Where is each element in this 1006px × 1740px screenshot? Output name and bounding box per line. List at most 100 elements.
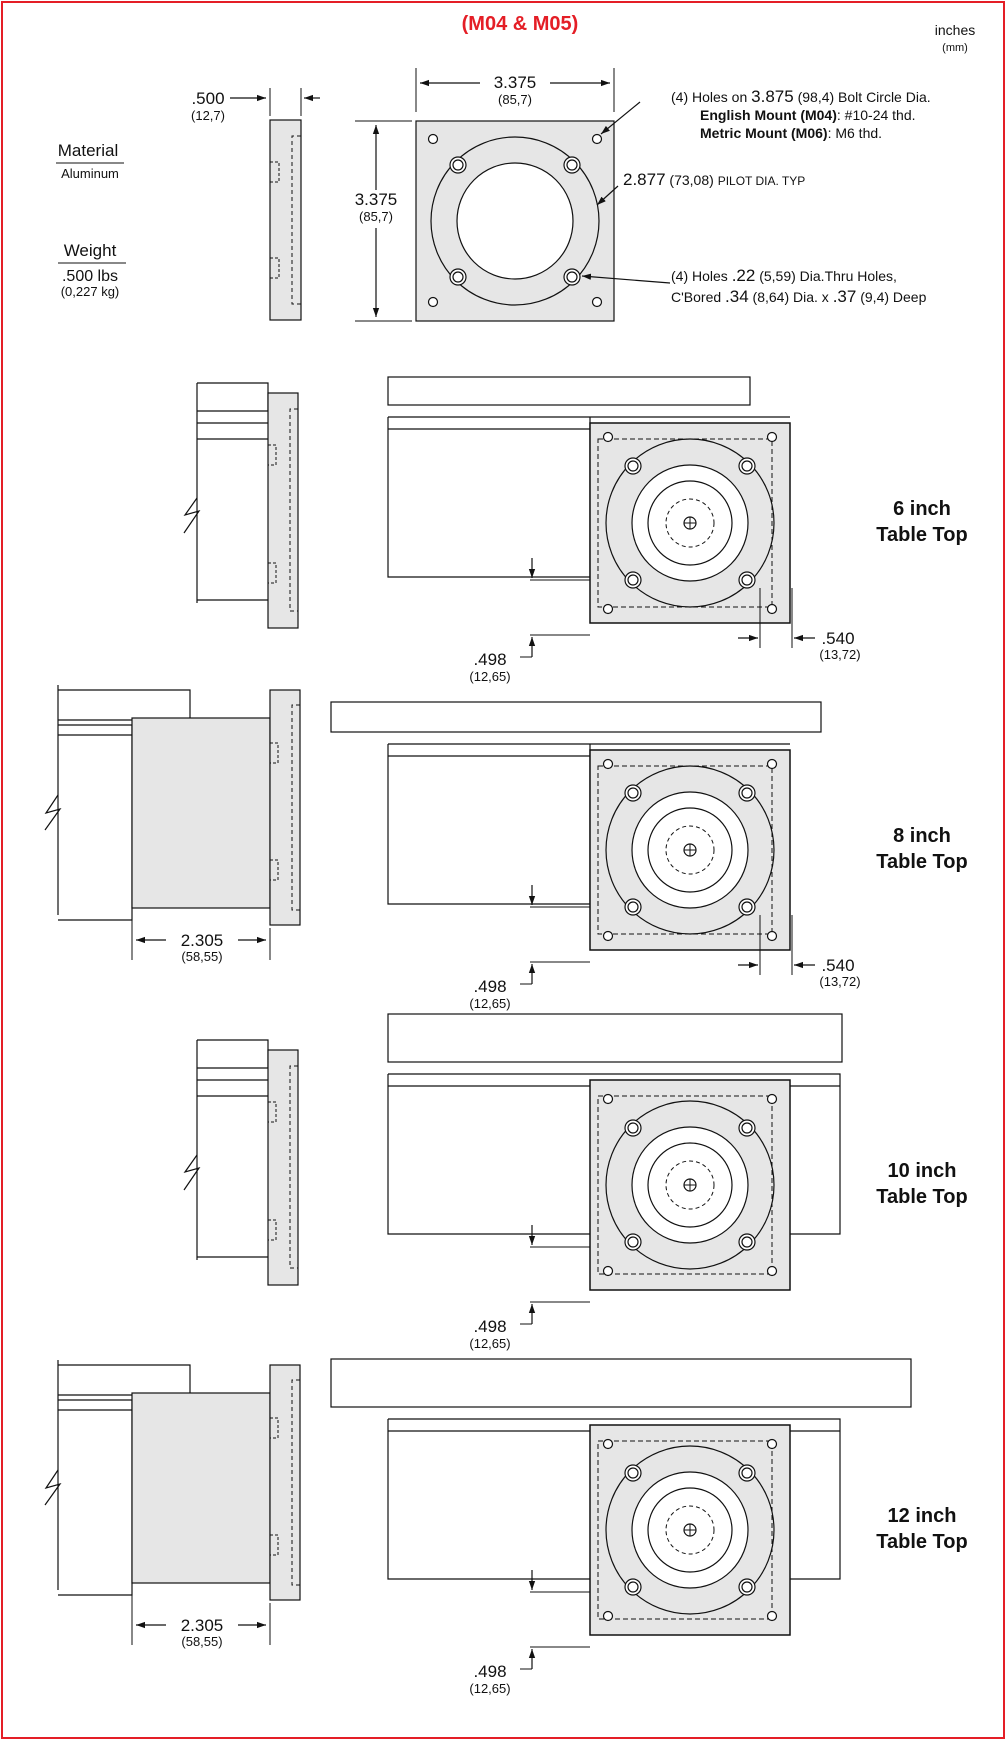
metric-mount-note: Metric Mount (M06): M6 thd. [700, 125, 882, 141]
assembly-side-view [183, 382, 299, 629]
bolt-hole [602, 1610, 614, 1622]
edge-value: .540 [821, 629, 854, 648]
offset-dimension: .498(12,65) [469, 885, 590, 1011]
bolt-hole [602, 431, 614, 443]
bolt-hole [766, 930, 778, 942]
edge-dimension: .540(13,72) [738, 588, 861, 662]
depth-dimension: 2.305(58,55) [131, 1587, 271, 1649]
depth-value: 2.305 [181, 1616, 224, 1635]
material-label: Material [58, 141, 118, 160]
edge-value: .540 [821, 956, 854, 975]
bolt-hole [766, 1093, 778, 1105]
counterbore-callout: C'Bored .34 (8,64) Dia. x .37 (9,4) Deep [671, 287, 927, 306]
table-size-label: 12 inch [888, 1505, 957, 1527]
offset-value: .498 [473, 1317, 506, 1336]
assembly-side-view [183, 1039, 299, 1286]
table-top-outline [330, 1358, 912, 1408]
bolt-hole [602, 1438, 614, 1450]
width-value: 3.375 [494, 73, 537, 92]
bolt-hole [602, 1265, 614, 1277]
table-top-label: Table Top [876, 1186, 967, 1208]
offset-dimension: .498(12,65) [469, 1225, 590, 1351]
english-mount-note: English Mount (M04): #10-24 thd. [700, 107, 916, 123]
height-mm: (85,7) [359, 209, 393, 224]
weight-value: .500 lbs [62, 268, 118, 285]
width-mm: (85,7) [498, 92, 532, 107]
thru-hole-callout: (4) Holes .22 (5,59) Dia.Thru Holes, [671, 266, 897, 285]
thickness-dimension: .500 (12,7) [191, 88, 320, 123]
units-mm-label: (mm) [942, 42, 968, 54]
table-top-label: Table Top [876, 524, 967, 546]
bolt-circle [605, 765, 775, 935]
material-value: Aluminum [61, 166, 119, 181]
shaft-hidden [665, 498, 715, 548]
counterbore-holes [449, 156, 581, 286]
bolt-hole [602, 603, 614, 615]
shaft-hidden [665, 825, 715, 875]
bolt-hole [602, 758, 614, 770]
edge-dimension: .540(13,72) [738, 915, 861, 989]
bolt-hole [766, 758, 778, 770]
plate-front-view [415, 120, 615, 322]
carriage-outline [387, 416, 790, 578]
table-top-label: Table Top [876, 851, 967, 873]
offset-value: .498 [473, 977, 506, 996]
thickness-mm: (12,7) [191, 108, 225, 123]
callout-leaders [581, 101, 671, 284]
depth-dimension: 2.305(58,55) [131, 912, 271, 964]
bolt-circle [605, 1100, 775, 1270]
bolt-hole [766, 603, 778, 615]
depth-value: 2.305 [181, 931, 224, 950]
assembly-side-view [44, 685, 301, 926]
edge-mm: (13,72) [819, 974, 860, 989]
units-label: inches [935, 22, 975, 38]
table-size-label: 8 inch [893, 825, 951, 847]
bolt-hole [602, 930, 614, 942]
table-size-label: 10 inch [888, 1160, 957, 1182]
assembly-front-view [387, 1013, 843, 1291]
height-dimension: 3.375 (85,7) [355, 120, 412, 322]
thickness-value: .500 [191, 89, 224, 108]
bolt-circle [605, 438, 775, 608]
offset-value: .498 [473, 650, 506, 669]
offset-value: .498 [473, 1662, 506, 1681]
pilot-callout: 2.877 (73,08) PILOT DIA. TYP [623, 170, 805, 189]
table-top-outline [387, 1013, 843, 1063]
weight-metric: (0,227 kg) [61, 284, 120, 299]
weight-label: Weight [64, 241, 117, 260]
height-value: 3.375 [355, 190, 398, 209]
table-size-label: 6 inch [893, 498, 951, 520]
depth-mm: (58,55) [181, 949, 222, 964]
bolt-hole [766, 1438, 778, 1450]
offset-dimension: .498(12,65) [469, 1570, 590, 1696]
offset-mm: (12,65) [469, 996, 510, 1011]
width-dimension: 3.375 (85,7) [415, 68, 615, 112]
bolt-hole [766, 1265, 778, 1277]
bolt-holes [427, 133, 603, 308]
offset-mm: (12,65) [469, 1681, 510, 1696]
table-top-outline [387, 376, 751, 406]
offset-mm: (12,65) [469, 669, 510, 684]
plate-side-view [269, 119, 302, 321]
bolt-hole [602, 1093, 614, 1105]
table-top-label: Table Top [876, 1531, 967, 1553]
offset-mm: (12,65) [469, 1336, 510, 1351]
bolt-hole [766, 1610, 778, 1622]
depth-mm: (58,55) [181, 1634, 222, 1649]
carriage-outline [387, 743, 790, 905]
assembly-side-view [44, 1360, 301, 1601]
assembly-front-view [330, 701, 822, 951]
bolt-hole-callout: (4) Holes on 3.875 (98,4) Bolt Circle Di… [671, 87, 931, 106]
assembly-front-view [387, 376, 791, 624]
bolt-circle [605, 1445, 775, 1615]
offset-dimension: .498(12,65) [469, 558, 590, 684]
bolt-hole [766, 431, 778, 443]
shaft-hidden [665, 1505, 715, 1555]
assembly-2: .498(12,65) .540(13,72) 2.305(58,55) 8 inch… [44, 685, 968, 1011]
assembly-front-view [330, 1358, 912, 1636]
